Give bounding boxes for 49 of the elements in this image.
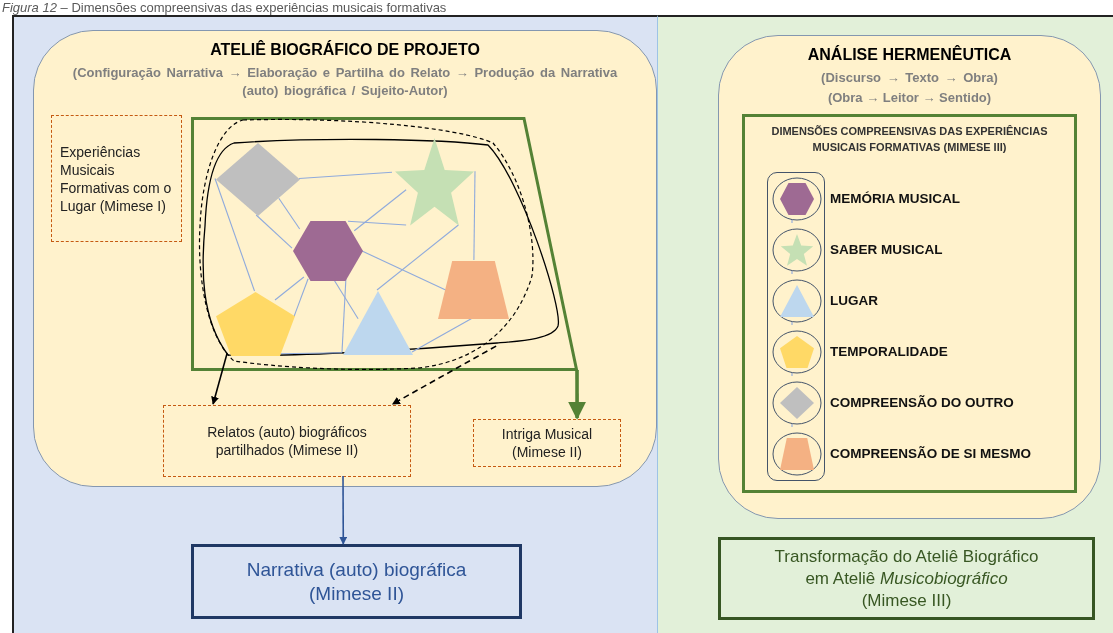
triangle-shape xyxy=(343,291,413,355)
dimension-label: COMPREENSÃO DO OUTRO xyxy=(830,394,1014,412)
dimension-label: LUGAR xyxy=(830,292,878,310)
pentagon-shape xyxy=(216,292,295,356)
connector-line xyxy=(278,352,343,355)
connector-line xyxy=(376,224,459,291)
note-text: Relatos (auto) biográficos partilhados (Mimese II) xyxy=(206,423,368,459)
dashed-note-box xyxy=(51,115,182,242)
panel-subtitle: (Obra → Leitor → Sentido) xyxy=(826,90,993,105)
connector-line xyxy=(298,171,393,180)
connector-line xyxy=(278,197,301,230)
dimension-label: MEMÓRIA MUSICAL xyxy=(830,190,960,208)
arrow xyxy=(339,475,348,545)
diamond-shape xyxy=(216,143,300,216)
star-shape xyxy=(393,138,476,226)
result-box xyxy=(718,537,1095,620)
connector-line xyxy=(332,278,359,320)
arrow xyxy=(211,352,228,405)
framed-panel xyxy=(742,114,1077,493)
note-text: Intriga Musical (Mimese II) xyxy=(500,425,594,461)
panel-subtitle: (Discurso → Texto → Obra) xyxy=(820,69,999,87)
panel-subtitle: (Configuração Narrativa → Elaboração e Partilha do Relato → Produção da Narrativa (auto) biográfica / Sujeito-Autor) xyxy=(71,64,619,100)
dimension-label: TEMPORALIDADE xyxy=(830,343,948,361)
connector-line xyxy=(274,276,305,301)
panel-heading: ANÁLISE HERMENÊUTICA xyxy=(806,46,1013,64)
connector-line xyxy=(473,170,476,261)
connector-line xyxy=(214,177,256,292)
panel-heading: ATELIÊ BIOGRÁFICO DE PROJETO xyxy=(209,41,481,59)
dashed-note-box xyxy=(473,419,621,467)
connector-line xyxy=(353,189,407,232)
figure-title: Figura 12 – Dimensões compreensivas das experiências musicais formativas xyxy=(2,0,447,15)
result-box xyxy=(191,544,522,619)
arrow xyxy=(568,370,587,420)
connector-line xyxy=(255,214,293,249)
connector-line xyxy=(341,278,347,353)
arrow xyxy=(391,345,497,405)
trapezoid-shape xyxy=(438,261,509,319)
connector-line xyxy=(347,220,407,226)
box-heading: DIMENSÕES COMPREENSIVAS DAS EXPERIÊNCIAS MUSICAIS FORMATIVAS (MIMESE III) xyxy=(770,124,1049,155)
box-text: Transformação do Ateliê Biográfico em Ateliê Musicobiográfico (Mimese III) xyxy=(773,545,1040,612)
dashed-note-box xyxy=(163,405,411,477)
rounded-panel xyxy=(718,35,1101,519)
connector-line xyxy=(293,278,309,318)
rounded-panel xyxy=(33,30,657,487)
box-text: Narrativa (auto) biográfica (Mimese II) xyxy=(245,557,468,606)
note-text: Experiências Musicais Formativas com o Lugar (Mimese I) xyxy=(60,142,173,215)
dimension-label: SABER MUSICAL xyxy=(830,241,943,259)
dimension-label: COMPREENSÃO DE SI MESMO xyxy=(830,445,1032,463)
hexagon-shape xyxy=(293,221,363,281)
